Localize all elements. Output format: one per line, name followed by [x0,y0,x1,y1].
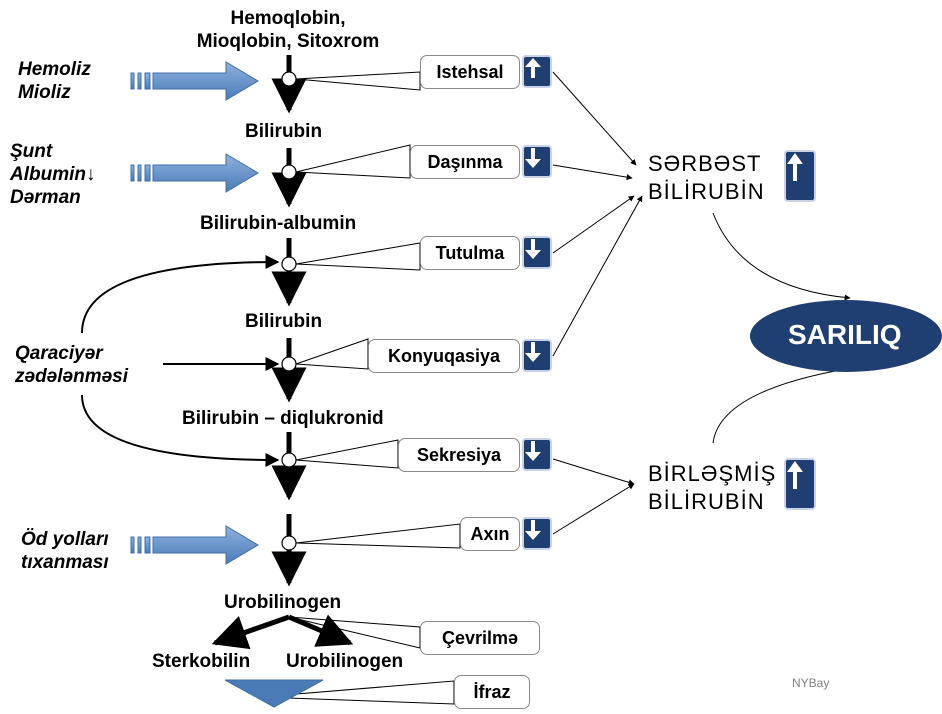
process-label: İfraz [473,681,511,702]
process-label: Konyuqasiya [387,345,501,366]
process-sekresiya: Sekresiya [398,438,520,472]
sunt-arrow [130,153,259,193]
intermediate-urobilinogen: Urobilinogen [224,592,342,613]
process-dasinma: Daşınma [410,145,520,179]
process-label: Axın [470,523,510,544]
process-konyuqasiya: Konyuqasiya [368,339,520,373]
process-ifraz: İfraz [454,675,530,709]
process-label: Sekresiya [416,444,502,465]
process-cevrilme: Çevrilmə [420,621,540,655]
step-circles [281,71,297,551]
sariliq-oval [750,300,942,372]
intermediate-bilirubin-albumin: Bilirubin-albumin [200,213,357,234]
process-axin: Axın [460,517,520,551]
hemoliz-arrow [130,61,259,101]
down-arrow-icon [522,339,552,372]
intermediate-bilirubin-2: Bilirubin [245,311,323,332]
down-arrow-icon [522,236,552,269]
cause-bile-duct-obstruction: Öd yolları tıxanması [21,529,109,573]
liver-damage-arrows [81,255,280,467]
cause-liver-damage: Qaraciyər zədələnməsi [15,343,128,387]
process-tutulma: Tutulma [420,236,520,270]
up-arrow-icon [784,150,816,202]
cause-hemoliz: Hemoliz Mioliz [18,59,91,103]
product-urobilinogen: Urobilinogen [286,651,404,672]
conjugated-bilirubin-label: BİRLƏŞMİŞ BİLİRUBİN [648,461,777,514]
process-label: Daşınma [427,151,503,172]
outcome-arrows [552,71,853,535]
down-arrow-icon [522,517,552,550]
sariliq-label: SARILIQ [788,319,902,350]
down-arrow-icon [522,145,552,178]
excretion-triangle [224,679,324,708]
up-arrow-icon [522,55,552,88]
intermediate-bilirubin-diglucuronide: Bilirubin – diqlukronid [182,408,384,429]
process-label: Tutulma [435,242,505,263]
free-bilirubin-label: SƏRBƏST BİLİRUBİN [648,151,765,204]
process-istehsal: Istehsal [420,55,520,89]
watermark: NYBay [792,676,830,690]
process-label: Çevrilmə [441,627,519,648]
process-label: Istehsal [436,61,504,82]
intermediate-bilirubin-1: Bilirubin [245,121,323,142]
product-sterkobilin: Sterkobilin [152,651,251,672]
od-yollari-arrow [130,525,259,565]
cause-sunt: Şunt Albumin↓ Dərman [10,141,96,208]
precursors-label: Hemoqlobin, Mioqlobin, Sitoxrom [196,8,380,52]
up-arrow-icon [784,458,816,510]
down-arrow-icon [522,438,552,471]
cause-arrows [130,61,259,565]
